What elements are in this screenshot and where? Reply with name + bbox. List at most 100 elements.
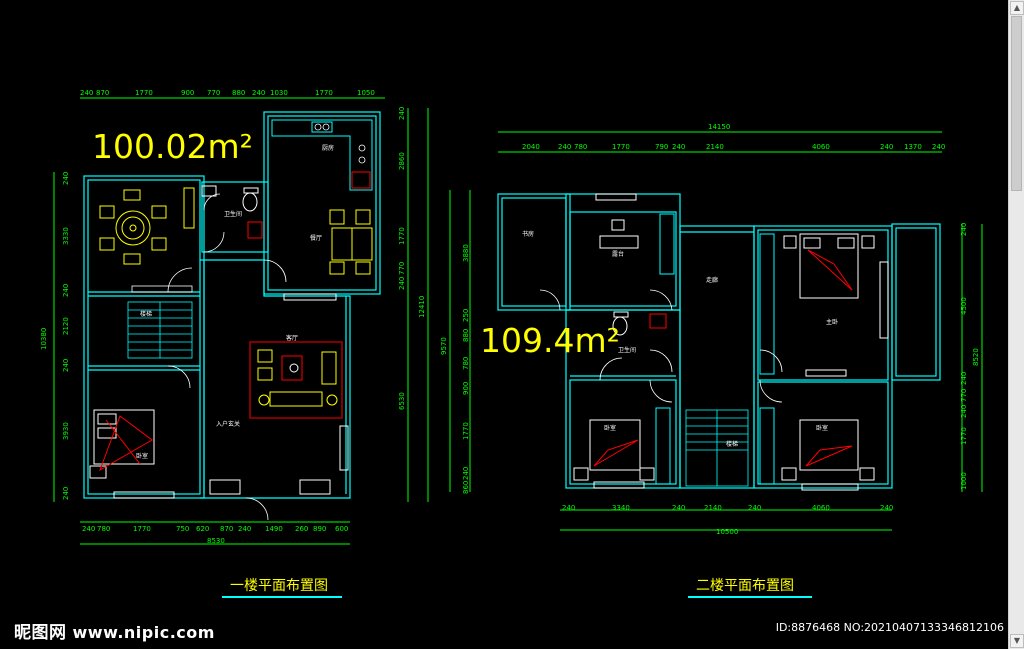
p2-bottom-total: 10500 [716, 528, 738, 536]
p1-left-total: 10380 [40, 328, 48, 350]
p2-room-bathroom: 卫生间 [618, 346, 636, 354]
p2-bottom-dim-2: 240 [672, 504, 685, 512]
p1-room-entry: 入户玄关 [216, 420, 240, 428]
p1-left-dim-2: 240 [62, 284, 70, 297]
p2-top-dim-8: 240 [880, 143, 893, 151]
watermark-brand-name: 昵图网 [14, 623, 67, 643]
p1-bottom-dim-6: 240 [238, 525, 251, 533]
p1-room-stairs: 楼梯 [140, 310, 152, 318]
p1-title: 一楼平面布置图 [230, 578, 328, 594]
p2-bottom-dim-3: 2140 [704, 504, 722, 512]
p2-left-dim-6: 240 [462, 467, 470, 480]
p2-top-dim-7: 4060 [812, 143, 830, 151]
watermark-brand: 昵图网 www.nipic.com [14, 618, 215, 643]
p2-bottom-dim-4: 240 [748, 504, 761, 512]
p1-top-dim-0: 240 [80, 89, 93, 97]
p1-bottom-dim-4: 620 [196, 525, 209, 533]
p1-top-dim-1: 870 [96, 89, 109, 97]
p2-room-corridor: 走廊 [706, 276, 718, 284]
p1-top-dim-8: 1770 [315, 89, 333, 97]
p2-left-dim-2: 880 [462, 329, 470, 342]
p2-top-dim-10: 240 [932, 143, 945, 151]
p1-bottom-dim-5: 870 [220, 525, 233, 533]
p2-top-dim-5: 240 [672, 143, 685, 151]
p1-bottom-dim-1: 780 [97, 525, 110, 533]
p1-bottom-dim-0: 240 [82, 525, 95, 533]
p2-top-dim-1: 240 [558, 143, 571, 151]
p2-right-dim-4: 240 [960, 405, 968, 418]
p1-top-dim-5: 880 [232, 89, 245, 97]
p1-bottom-dim-9: 890 [313, 525, 326, 533]
p1-right-dim-3: 240 [398, 277, 406, 290]
p2-right-dim-3: 770 [960, 389, 968, 402]
p2-right-dim-6: 1000 [960, 472, 968, 490]
p2-bottom-dim-0: 240 [562, 504, 575, 512]
p1-room-dining: 餐厅 [310, 234, 322, 242]
p2-right-dim-1: 4500 [960, 297, 968, 315]
p2-top-dim-9: 1370 [904, 143, 922, 151]
second-floor-plan: 14150 2040 240 780 1770 790 240 2140 406… [440, 123, 983, 598]
p1-left-dim-0: 240 [62, 172, 70, 185]
vertical-scrollbar[interactable]: ▲ ▼ [1008, 0, 1024, 649]
p2-room-stairs: 楼梯 [726, 440, 738, 448]
p1-left-dim-6: 240 [62, 487, 70, 500]
p2-room-master: 主卧 [826, 318, 838, 326]
p2-room-bedroom-a: 卧室 [604, 424, 616, 432]
p1-right-dim-0: 240 [398, 107, 406, 120]
p2-right-dim-5: 1770 [960, 427, 968, 445]
p2-room-bedroom-b: 卧室 [816, 424, 828, 432]
p2-right-dim-0: 240 [960, 223, 968, 236]
watermark-site: www.nipic.com [72, 623, 215, 642]
p2-room-study: 书房 [522, 230, 534, 238]
p2-left-total: 9570 [440, 337, 448, 355]
p2-top-dim-0: 2040 [522, 143, 540, 151]
scroll-up-icon[interactable]: ▲ [1010, 1, 1024, 15]
p1-bottom-dim-3: 750 [176, 525, 189, 533]
p1-bottom-dim-7: 1490 [265, 525, 283, 533]
first-floor-plan: 240 870 1770 900 770 880 240 1030 1770 1… [40, 89, 429, 598]
p2-bottom-dim-5: 4060 [812, 504, 830, 512]
p2-left-dim-4: 900 [462, 382, 470, 395]
p1-top-dim-4: 770 [207, 89, 220, 97]
p1-right-dim-1: 2860 [398, 152, 406, 170]
p1-right-dim-5: 6530 [398, 392, 406, 410]
p1-room-kitchen: 厨房 [322, 144, 334, 152]
scroll-down-icon[interactable]: ▼ [1010, 634, 1024, 648]
p1-right-dim-2: 1770 [398, 227, 406, 245]
p1-bottom-total: 8530 [207, 537, 225, 545]
p2-top-dim-4: 790 [655, 143, 668, 151]
p2-title: 二楼平面布置图 [696, 578, 794, 594]
p2-top-dim-2: 780 [574, 143, 587, 151]
scrollbar-thumb[interactable] [1011, 16, 1022, 191]
p1-area-label: 100.02m² [92, 127, 253, 166]
p1-right-total: 12410 [418, 296, 426, 318]
p1-left-dim-5: 3930 [62, 422, 70, 440]
p1-top-dim-2: 1770 [135, 89, 153, 97]
p2-top-dim-6: 2140 [706, 143, 724, 151]
p2-left-dim-3: 780 [462, 357, 470, 370]
watermark-id: ID:8876468 NO:20210407133346812106 [775, 621, 1004, 634]
p2-area-label: 109.4m² [480, 321, 620, 360]
p2-bottom-dim-1: 3340 [612, 504, 630, 512]
p1-right-dim-4: 770 [398, 262, 406, 275]
p1-left-dim-1: 3330 [62, 227, 70, 245]
p1-top-dim-9: 1050 [357, 89, 375, 97]
p2-left-dim-1: 250 [462, 309, 470, 322]
p1-left-dim-3: 2120 [62, 317, 70, 335]
p2-top-total: 14150 [708, 123, 730, 131]
p2-right-total: 8520 [972, 348, 980, 366]
p2-room-terrace: 露台 [612, 250, 624, 258]
p1-room-bedroom: 卧室 [136, 452, 148, 460]
p1-left-dim-4: 240 [62, 359, 70, 372]
p2-left-dim-7: 860 [462, 481, 470, 494]
p2-bottom-dim-6: 240 [880, 504, 893, 512]
p2-right-dim-2: 240 [960, 372, 968, 385]
p2-left-dim-0: 3880 [462, 244, 470, 262]
p1-top-dim-3: 900 [181, 89, 194, 97]
p2-left-dim-5: 1770 [462, 422, 470, 440]
p1-bottom-dim-10: 600 [335, 525, 348, 533]
p1-top-dim-7: 1030 [270, 89, 288, 97]
p1-top-dim-6: 240 [252, 89, 265, 97]
p1-bottom-dim-2: 1770 [133, 525, 151, 533]
